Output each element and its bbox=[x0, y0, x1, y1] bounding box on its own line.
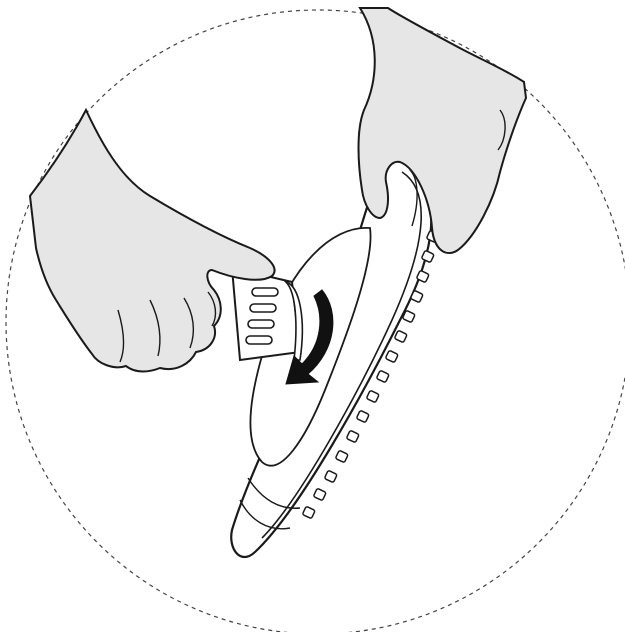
filter-cartridge-icon bbox=[232, 268, 302, 360]
right-hand-icon bbox=[359, 8, 527, 253]
